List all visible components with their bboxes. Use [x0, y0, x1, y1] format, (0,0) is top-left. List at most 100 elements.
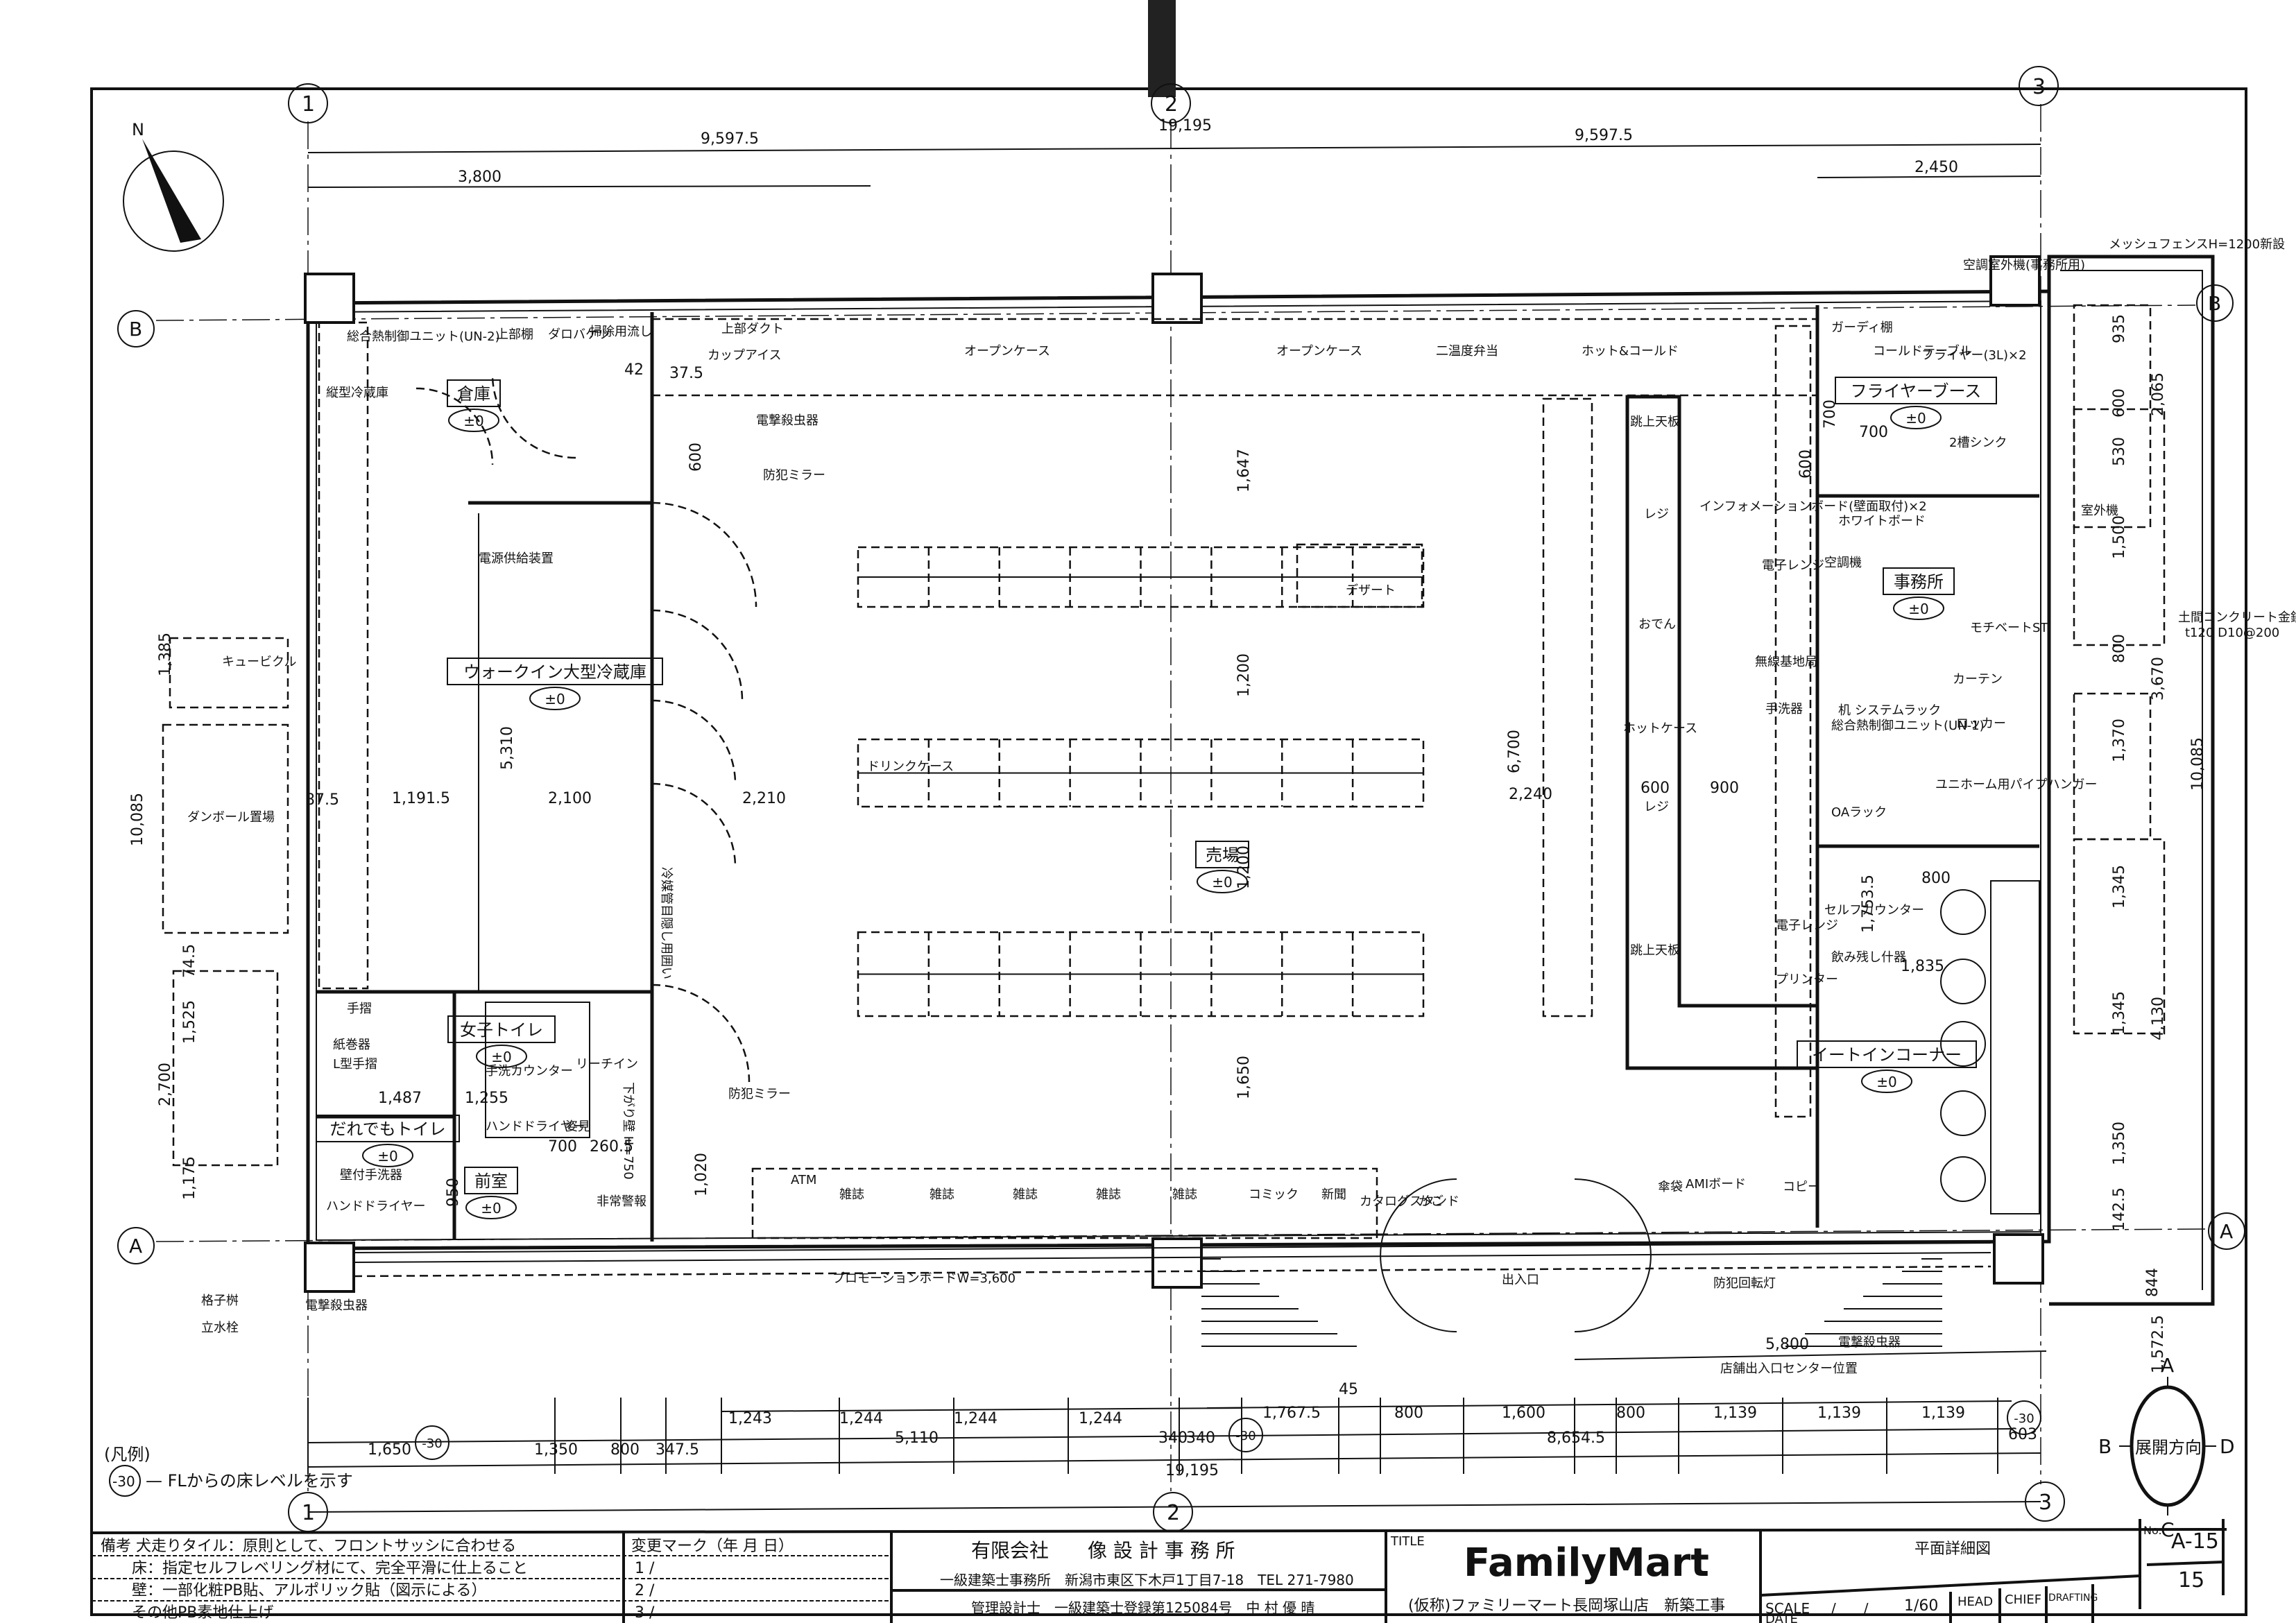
- grid-bubble-col: 1: [302, 92, 315, 117]
- fixture-label: 雑誌: [1013, 1187, 1038, 1202]
- gondola-shelves: [857, 546, 1425, 1017]
- fixture-label: リーチイン: [576, 1057, 638, 1072]
- fixture-label: ホット&コールド: [1582, 344, 1679, 359]
- fixture-label: フライヤー(3L)×2: [1921, 348, 2027, 363]
- fixture-label: 電撃殺虫器: [1838, 1335, 1901, 1350]
- dimension-label: 1,191.5: [392, 790, 450, 807]
- dimension-label: 700: [1822, 400, 1839, 429]
- fixture-label: ドリンクケース: [867, 759, 954, 774]
- fixture-label: レジ: [1644, 507, 1669, 522]
- grid-bubble-row: A: [2220, 1220, 2233, 1243]
- dimension-label: 3,670: [2150, 657, 2167, 701]
- fixture-label: オープンケース: [964, 344, 1050, 359]
- fixture-label: 手洗器: [1765, 702, 1803, 716]
- fixture-label: 防犯ミラー: [763, 468, 825, 483]
- fixture-label: ガーディ棚: [1831, 320, 1893, 335]
- grid-bubble-row: B: [2208, 292, 2221, 315]
- room-level: ±0: [377, 1148, 397, 1165]
- fixture-label: レジ: [1644, 800, 1669, 814]
- fixture-label: 格子桝: [201, 1294, 239, 1308]
- grid-bubble-circle: [2025, 1482, 2065, 1522]
- elevation-direction-symbol: A B C D 展開方向: [2098, 1354, 2235, 1541]
- north-arrow-icon: N: [123, 120, 224, 252]
- sheet-number: A-15: [2171, 1529, 2219, 1554]
- date-label: DATE: [1765, 1612, 1798, 1623]
- fixture-label: 防犯ミラー: [728, 1087, 791, 1101]
- room-label-box: [447, 1015, 556, 1043]
- fixture-label: 総合熱制御ユニット(UN-1): [1831, 719, 1985, 733]
- room-level-ellipse: [362, 1144, 413, 1167]
- head-label: HEAD: [1957, 1595, 1993, 1609]
- fixture-label: ロッカー: [1956, 716, 2006, 731]
- dimension-label: 900: [1710, 780, 1739, 797]
- fixture-label: オープンケース: [1276, 344, 1362, 359]
- dimension-label: 1,175: [181, 1156, 198, 1200]
- dimension-label: 9,597.5: [701, 130, 759, 148]
- floor-level-value: -30: [2014, 1411, 2034, 1426]
- fixture-label: 立水栓: [201, 1321, 239, 1335]
- dimension-label: 6,700: [1506, 730, 1523, 773]
- dimension-label: 5,800: [1765, 1336, 1809, 1353]
- fixture-label: 電子レンジ: [1776, 918, 1838, 933]
- dimension-label: 1,200: [1235, 845, 1253, 889]
- room-label-box: [1195, 841, 1249, 868]
- note-line-4: その他PB素地仕上げ: [132, 1604, 273, 1622]
- scale-value: 1/60: [1904, 1597, 1938, 1615]
- grid-bubble-col: 3: [2032, 75, 2046, 99]
- dimension-label: 2,450: [1914, 159, 1958, 176]
- office-address: 一級建築士事務所 新潟市東区下木戸1丁目7-18 TEL 271-7980: [940, 1572, 1354, 1588]
- dimension-label: 800: [1921, 870, 1951, 887]
- fixture-label: コールドテーブル: [1873, 343, 1972, 359]
- fixture-label: ATM: [791, 1173, 816, 1187]
- fixture-label: カタログスタンド: [1360, 1194, 1459, 1209]
- floor-level-marks: -30 -30 -30: [415, 1400, 2041, 1460]
- room-label-box: [447, 658, 663, 685]
- dimension-label: 800: [1616, 1405, 1645, 1422]
- dimension-label: 1,385: [157, 633, 174, 676]
- fixture-label: 手洗カウンター: [486, 1064, 573, 1079]
- fixture-label: ダロバケツ: [548, 327, 610, 342]
- fixture-label: 無線基地局: [1755, 655, 1817, 669]
- fixture-label: 出入口: [1502, 1273, 1539, 1287]
- bottom-dimension-ticks: [307, 1398, 1998, 1474]
- dimension-label: 37.5: [669, 365, 703, 382]
- dimension-label: 142.5: [2111, 1187, 2128, 1231]
- architect-registration: 管理設計士 一級建築士登録第125084号 中 村 優 晴: [971, 1599, 1314, 1616]
- dimension-label: 1,767.5: [1262, 1405, 1321, 1422]
- dimension-label: 950: [445, 1178, 462, 1207]
- grid-bubble-col: 2: [1165, 92, 1178, 117]
- dimension-label: 2,210: [742, 790, 786, 807]
- fixture-label: 電撃殺虫器: [756, 413, 819, 428]
- dimension-label: 2,100: [548, 790, 592, 807]
- fixture-label: 2槽シンク: [1949, 436, 2007, 450]
- dimension-label: 260.5: [590, 1138, 633, 1156]
- dimension-label: 74.5: [181, 944, 198, 978]
- room-label-box: [1797, 1040, 1977, 1068]
- floor-level-value: -30: [422, 1436, 442, 1451]
- dimension-label: 1,345: [2111, 865, 2128, 909]
- fixture-label: L型手摺: [333, 1057, 377, 1072]
- room-level: ±0: [1908, 601, 1928, 617]
- dimension-label: 5,310: [499, 726, 516, 770]
- compass-b: B: [2098, 1435, 2111, 1458]
- scale-label: SCALE: [1765, 1600, 1810, 1617]
- dimension-label: 1,139: [1817, 1405, 1861, 1422]
- fixture-label: メッシュフェンスH=1200新設: [2109, 237, 2285, 252]
- fixture-label: 掃除用流し: [590, 325, 652, 339]
- grid-bubble-circle: [288, 83, 328, 123]
- wall-cases: [162, 304, 2166, 1239]
- dimension-label: 1,350: [2111, 1122, 2128, 1165]
- fixture-label: キュービクル: [222, 655, 296, 669]
- fixture-label: かご: [1419, 1194, 1443, 1209]
- grid-bubble-circle: [117, 310, 155, 347]
- room-label-box: [1835, 377, 1997, 404]
- fixture-label: 土間コンクリート金鏝: [2178, 610, 2296, 625]
- floor-level-value: -30: [1235, 1429, 1256, 1443]
- fixture-label: 上部棚: [496, 327, 533, 342]
- door-swings: [415, 374, 1652, 1332]
- fixture-label: 空調機: [1824, 556, 1862, 570]
- fixture-label: OAラック: [1831, 805, 1887, 820]
- drafting-label: DRAFTING: [2048, 1592, 2098, 1604]
- dimension-label: 700: [1859, 424, 1888, 441]
